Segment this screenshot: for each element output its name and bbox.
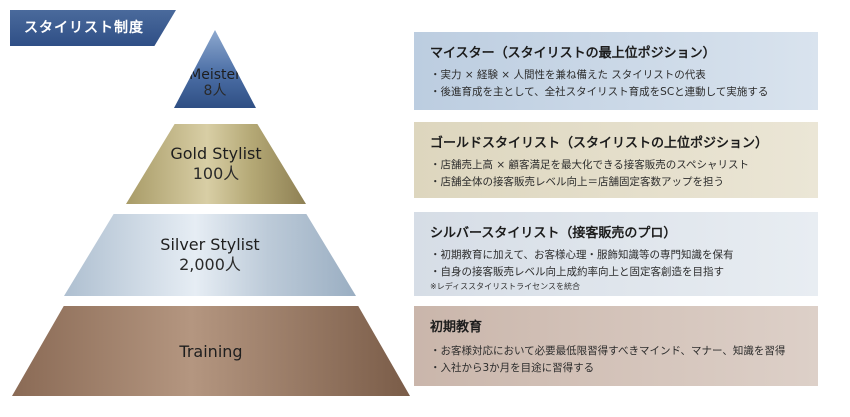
pyramid-tier-training: Training xyxy=(12,306,410,396)
pyramid-tier-meister: Meister 8人 xyxy=(174,30,256,108)
description-box-meister: マイスター（スタイリストの最上位ポジション） ・実力 × 経験 × 人間性を兼ね… xyxy=(414,32,818,110)
pyramid-tier-gold: Gold Stylist 100人 xyxy=(126,124,306,204)
tier-name: Silver Stylist xyxy=(160,235,260,254)
pyramid-tier-silver: Silver Stylist 2,000人 xyxy=(64,214,356,296)
section-tag: スタイリスト制度 xyxy=(10,10,176,46)
description-bullet: ・お客様対応において必要最低限習得すべきマインド、マナー、知識を習得 xyxy=(430,345,786,357)
description-bullet: ・入社から3か月を目途に習得する xyxy=(430,362,595,374)
description-note: ※レディススタイリストライセンスを統合 xyxy=(430,282,580,291)
description-title: マイスター（スタイリストの最上位ポジション） xyxy=(430,46,716,61)
description-bullet: ・実力 × 経験 × 人間性を兼ね備えた スタイリストの代表 xyxy=(430,69,706,81)
description-box-training: 初期教育 ・お客様対応において必要最低限習得すべきマインド、マナー、知識を習得 … xyxy=(414,306,818,386)
tier-name: Training xyxy=(179,341,243,361)
description-box-silver: シルバースタイリスト（接客販売のプロ） ・初期教育に加えて、お客様心理・服飾知識… xyxy=(414,212,818,296)
description-bullet: ・店舗全体の接客販売レベル向上＝店舗固定客数アップを担う xyxy=(430,176,724,188)
description-bullet: ・後進育成を主として、全社スタイリスト育成をSCと連動して実施する xyxy=(430,86,769,98)
description-title: シルバースタイリスト（接客販売のプロ） xyxy=(430,226,677,241)
description-bullet: ・自身の接客販売レベル向上成約率向上と固定客創造を目指す xyxy=(430,266,724,278)
description-bullet: ・初期教育に加えて、お客様心理・服飾知識等の専門知識を保有 xyxy=(430,249,734,261)
tier-name: Meister xyxy=(189,66,241,83)
tier-count: 100人 xyxy=(192,164,240,183)
description-bullet: ・店舗売上高 × 顧客満足を最大化できる接客販売のスペシャリスト xyxy=(430,159,750,171)
description-title: ゴールドスタイリスト（スタイリストの上位ポジション） xyxy=(430,136,769,151)
description-box-gold: ゴールドスタイリスト（スタイリストの上位ポジション） ・店舗売上高 × 顧客満足… xyxy=(414,122,818,198)
tier-count: 8人 xyxy=(203,82,227,99)
description-title: 初期教育 xyxy=(430,320,483,335)
tier-name: Gold Stylist xyxy=(170,144,262,163)
tier-count: 2,000人 xyxy=(179,255,241,274)
